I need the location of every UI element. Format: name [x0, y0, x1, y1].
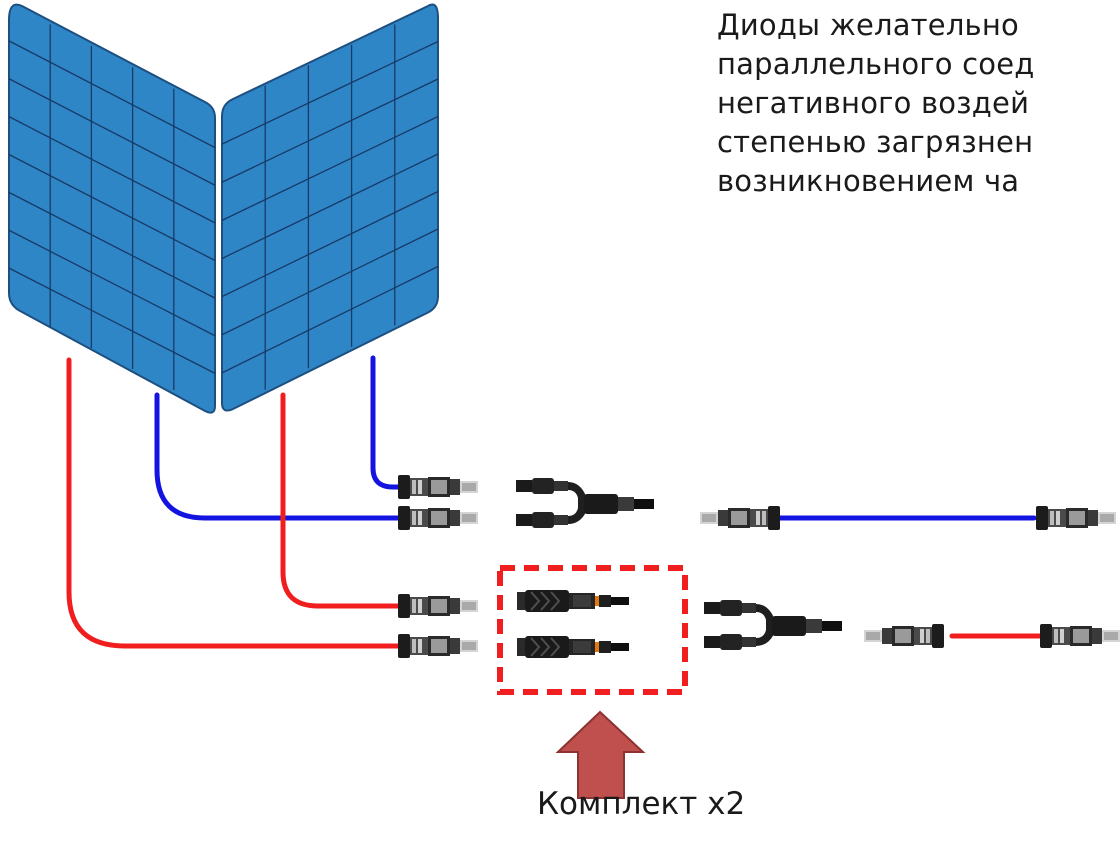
description-line-4: степенью загрязнен — [717, 125, 1034, 159]
diode-connector-1 — [516, 589, 630, 613]
connector-top-1 — [398, 475, 478, 499]
kit-caption: Комплект х2 — [537, 786, 746, 822]
description-line-3: негативного воздей — [717, 86, 1030, 120]
connector-bottom-2 — [398, 634, 478, 658]
up-arrow-icon — [555, 710, 646, 799]
negative-wire-right-panel — [370, 355, 401, 490]
positive-wire-left-panel — [66, 357, 401, 649]
diode-connector-2 — [516, 635, 630, 659]
connector-negative-output — [700, 506, 780, 530]
description-line-5: возникновением ча — [717, 164, 1020, 198]
wiring — [66, 355, 1043, 649]
branch-connector-negative — [516, 478, 654, 528]
positive-wire-right-panel — [280, 392, 401, 609]
connector-top-2 — [398, 506, 478, 530]
connector-positive-end — [1040, 624, 1120, 648]
branch-connector-positive — [704, 600, 842, 650]
solar-panel-left — [8, 3, 216, 414]
description-line-2: параллельного соед — [717, 47, 1035, 81]
solar-panel-right — [221, 3, 439, 412]
description-line-1: Диоды желательно — [717, 8, 1019, 42]
connector-positive-output — [864, 624, 944, 648]
negative-wire-left-panel — [154, 392, 401, 521]
connector-bottom-1 — [398, 594, 478, 618]
highlight-box — [497, 565, 688, 695]
connector-negative-end — [1036, 506, 1116, 530]
